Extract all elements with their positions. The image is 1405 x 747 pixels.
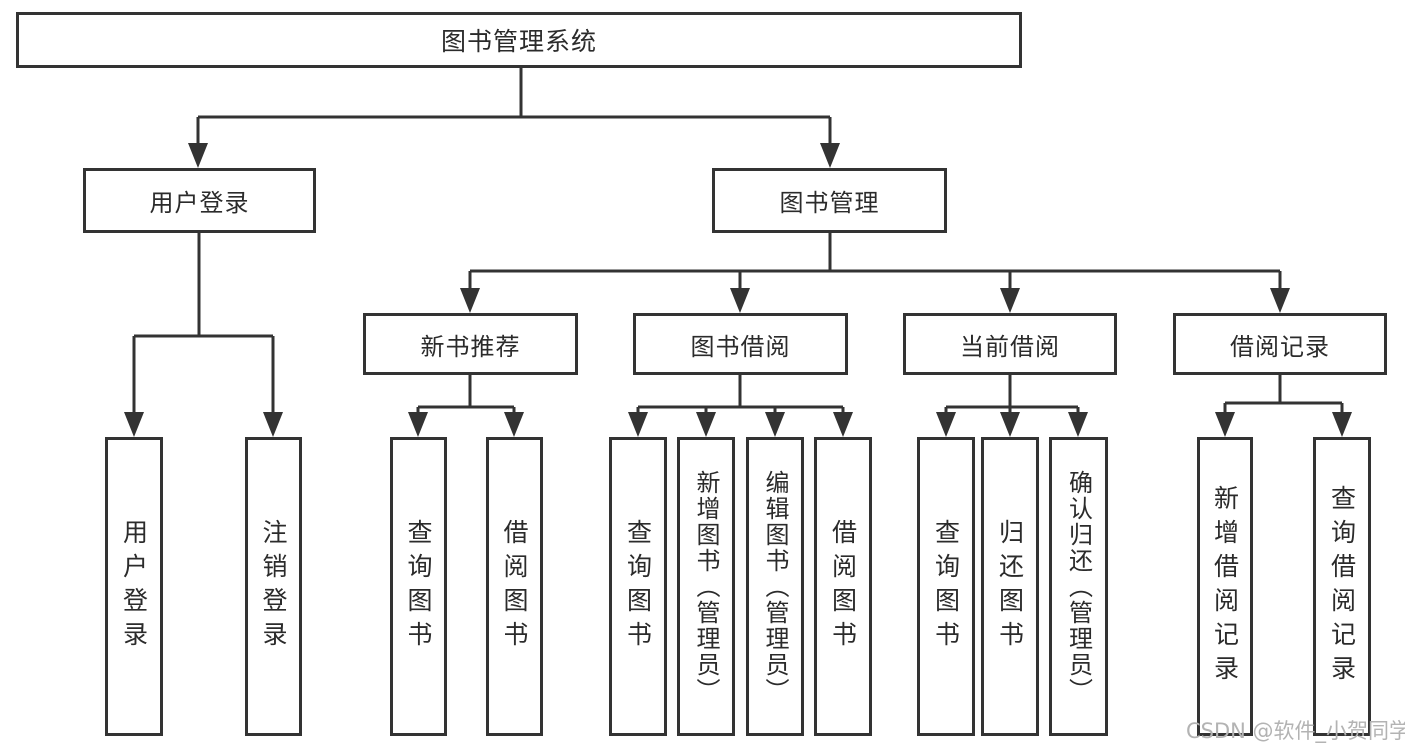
leaf-query-borrow-record: 查询借阅记录 <box>1313 437 1371 736</box>
leaf-label: 归还图书 <box>995 518 1025 655</box>
node-book-borrowing: 图书借阅 <box>633 313 848 375</box>
leaf-label: 新增借阅记录 <box>1210 484 1240 689</box>
node-label: 当前借阅 <box>960 332 1060 361</box>
leaf-query-books-recommend: 查询图书 <box>390 437 447 736</box>
leaf-label: 查询图书 <box>404 518 433 655</box>
node-borrowing-records: 借阅记录 <box>1173 313 1387 375</box>
leaf-borrow-books: 借阅图书 <box>814 437 872 736</box>
leaf-return-books: 归还图书 <box>981 437 1039 736</box>
watermark: CSDN @软件_小贺同学 <box>1186 719 1405 743</box>
node-library-management-system: 图书管理系统 <box>16 12 1022 68</box>
leaf-user-login: 用户登录 <box>105 437 163 736</box>
node-current-borrowing: 当前借阅 <box>903 313 1117 375</box>
leaf-edit-books-admin: 编辑图书（管理员） <box>746 437 804 736</box>
leaf-label: 借阅图书 <box>500 518 529 655</box>
leaf-borrow-books-recommend: 借阅图书 <box>486 437 543 736</box>
leaf-add-borrow-record: 新增借阅记录 <box>1197 437 1253 736</box>
leaf-query-books-current: 查询图书 <box>917 437 975 736</box>
leaf-confirm-return-admin: 确认归还（管理员） <box>1049 437 1108 736</box>
leaf-label: 新增图书（管理员） <box>692 469 720 704</box>
leaf-label: 查询借阅记录 <box>1327 484 1357 689</box>
node-label: 图书管理 <box>779 189 880 217</box>
leaf-label: 注销登录 <box>259 518 288 655</box>
node-label: 图书借阅 <box>690 332 791 361</box>
leaf-label: 借阅图书 <box>828 518 858 655</box>
node-book-management: 图书管理 <box>712 168 947 233</box>
leaf-query-books-borrow: 查询图书 <box>609 437 667 736</box>
node-label: 图书管理系统 <box>440 27 597 56</box>
node-user-login: 用户登录 <box>83 168 316 233</box>
leaf-logout: 注销登录 <box>245 437 302 736</box>
node-label: 借阅记录 <box>1230 332 1330 361</box>
node-label: 用户登录 <box>149 189 250 217</box>
node-label: 新书推荐 <box>420 332 521 361</box>
leaf-label: 确认归还（管理员） <box>1064 469 1093 704</box>
leaf-add-books-admin: 新增图书（管理员） <box>677 437 735 736</box>
leaf-label: 查询图书 <box>623 518 653 655</box>
leaf-label: 编辑图书（管理员） <box>761 469 789 704</box>
leaf-label: 查询图书 <box>931 518 961 655</box>
leaf-label: 用户登录 <box>119 518 149 655</box>
node-new-book-recommendation: 新书推荐 <box>363 313 578 375</box>
